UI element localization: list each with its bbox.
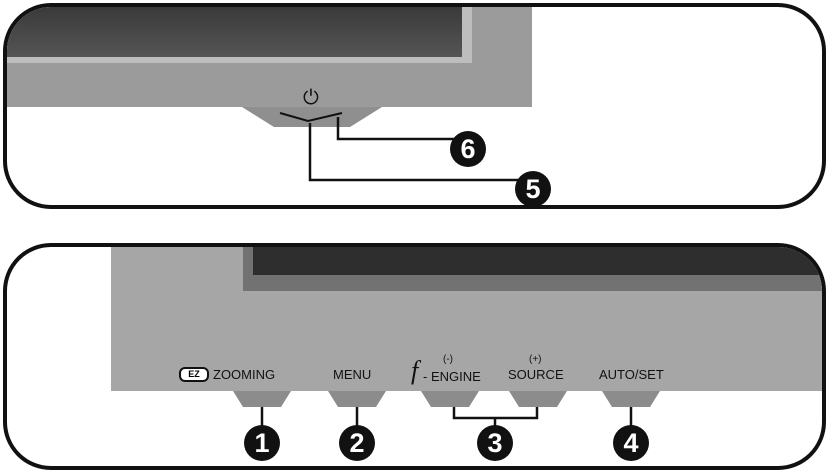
power-icon: ⏻	[303, 87, 319, 109]
autoset-label: AUTO/SET	[599, 367, 664, 382]
source-plus-button[interactable]	[509, 391, 567, 407]
monitor-screen-front	[253, 247, 822, 275]
zooming-button[interactable]	[233, 391, 291, 407]
callout-6: 6	[450, 131, 486, 167]
f-engine-icon: f	[411, 356, 419, 385]
screen-edge	[462, 7, 472, 63]
callout-3: 3	[477, 425, 513, 461]
autoset-button[interactable]	[602, 391, 660, 407]
ez-icon: EZ	[179, 367, 209, 382]
plus-sup-label: (+)	[529, 354, 542, 365]
bottom-leader-lines	[260, 407, 633, 429]
engine-label: - ENGINE	[423, 369, 481, 384]
minus-sup-label: (-)	[443, 354, 453, 365]
monitor-screen	[7, 7, 462, 57]
source-label: SOURCE	[508, 367, 564, 382]
f-engine-minus-button[interactable]	[421, 391, 479, 407]
callout-1: 1	[244, 425, 280, 461]
power-button-ledge	[242, 107, 382, 127]
zooming-label: ZOOMING	[213, 367, 276, 382]
monitor-front-buttons-panel: EZ ZOOMING MENU f (-) - ENGINE (+) SOURC…	[3, 243, 826, 470]
monitor-top-view-panel: ⏻ 6 5	[3, 3, 826, 209]
menu-label: MENU	[333, 367, 372, 382]
menu-button[interactable]	[328, 391, 386, 407]
top-leader-lines	[308, 117, 520, 182]
callout-5: 5	[515, 171, 551, 205]
screen-bottom-edge	[7, 57, 472, 63]
callout-2: 2	[339, 425, 375, 461]
callout-4: 4	[613, 425, 649, 461]
